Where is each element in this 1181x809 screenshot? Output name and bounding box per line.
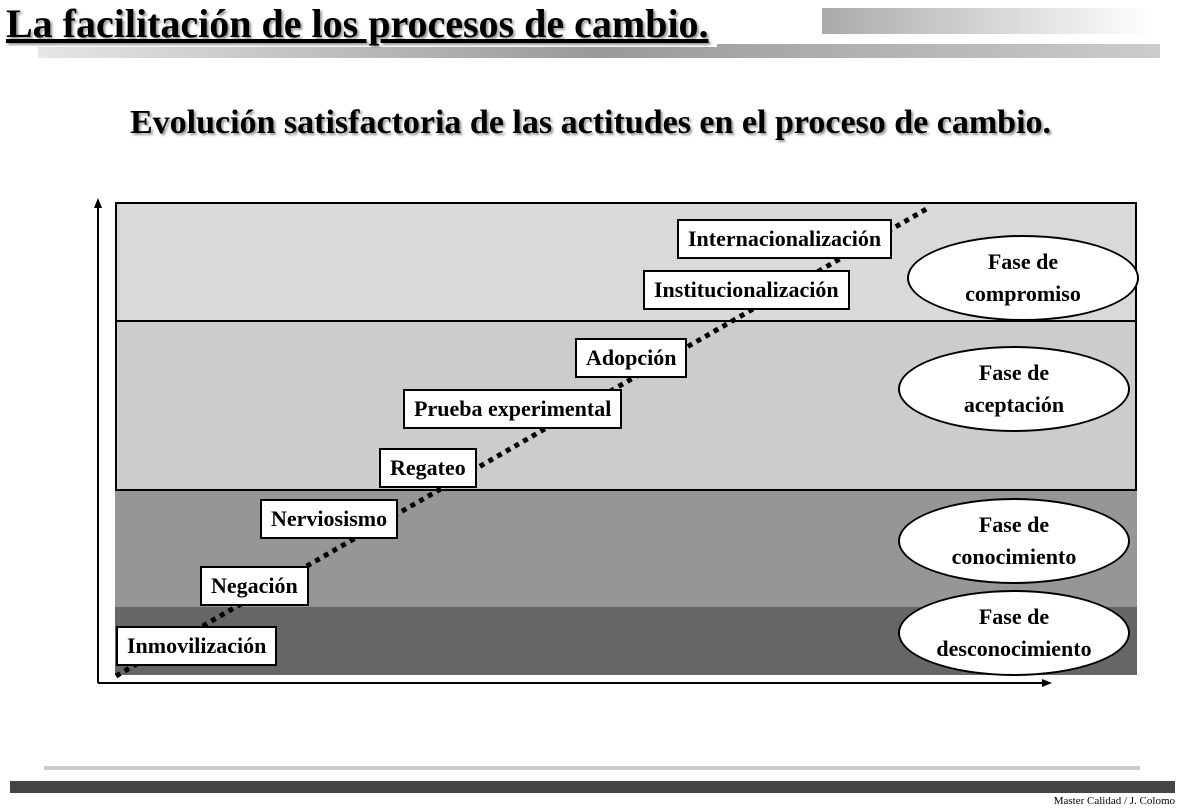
stage-inmovilizacion: Inmovilización	[116, 626, 278, 666]
page-title: La facilitación de los procesos de cambi…	[6, 0, 717, 47]
diagram-subtitle: Evolución satisfactoria de las actitudes…	[129, 104, 1052, 141]
phase-label: Fase de	[978, 604, 1050, 629]
stage-negacion: Negación	[200, 566, 309, 606]
phase-label: Fase de	[987, 249, 1059, 274]
y-axis-arrow-icon	[94, 198, 102, 208]
x-axis-arrow-icon	[1042, 679, 1052, 687]
stage-adopcion: Adopción	[575, 338, 688, 378]
stage-internacionalizacion: Internacionalización	[677, 219, 893, 259]
footer-bar	[10, 781, 1175, 793]
stage-prueba-experimental: Prueba experimental	[403, 389, 623, 429]
stage-institucionalizacion: Institucionalización	[643, 270, 850, 310]
footer-credit: Master Calidad / J. Colomo	[1053, 795, 1175, 807]
header-underline-bar	[38, 44, 1160, 58]
footer-line	[44, 766, 1140, 770]
phase-aceptacion: Fase de aceptación	[898, 346, 1130, 432]
stage-regateo: Regateo	[379, 448, 477, 488]
stage-nerviosismo: Nerviosismo	[260, 499, 399, 539]
phase-name: conocimiento	[951, 544, 1077, 569]
phase-label: Fase de	[978, 360, 1050, 385]
phase-label: Fase de	[978, 512, 1050, 537]
phase-conocimiento: Fase de conocimiento	[898, 498, 1130, 584]
phase-name: aceptación	[963, 392, 1065, 417]
phase-name: desconocimiento	[936, 636, 1092, 661]
phase-compromiso: Fase de compromiso	[907, 235, 1139, 321]
phase-name: compromiso	[965, 281, 1081, 306]
header-decoration	[822, 8, 1152, 34]
phase-desconocimiento: Fase de desconocimiento	[898, 590, 1130, 676]
